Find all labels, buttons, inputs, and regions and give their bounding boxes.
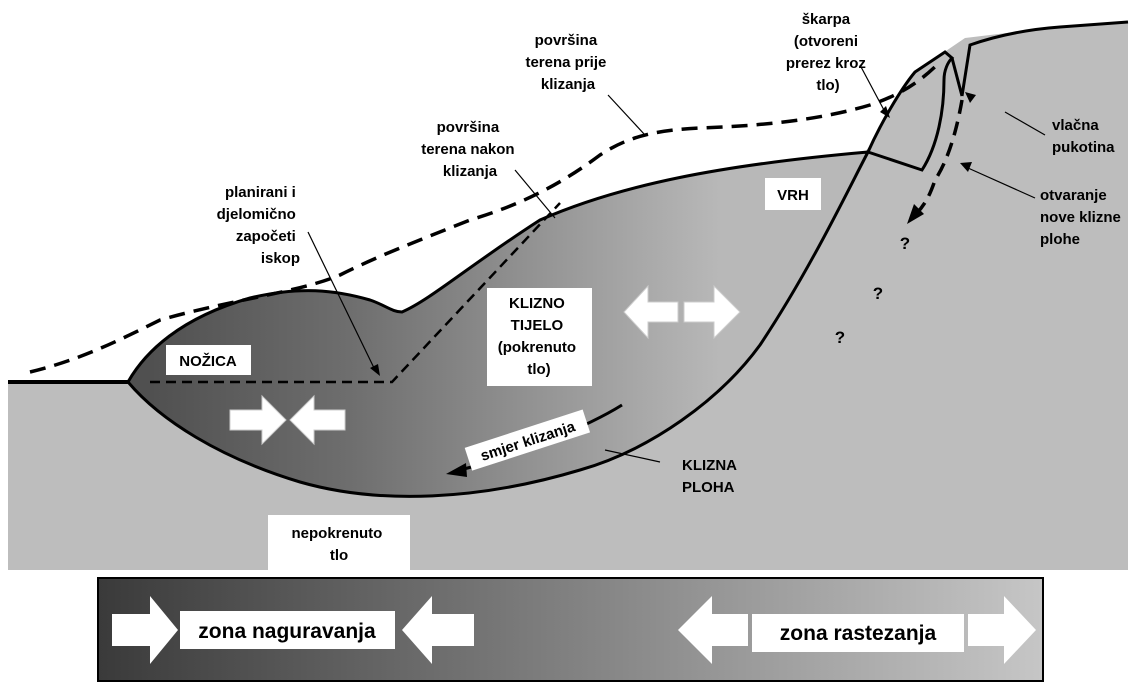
legend-extension-arrow-right — [968, 596, 1036, 664]
head-label: VRH — [777, 187, 809, 204]
leader-arrowhead — [960, 162, 972, 172]
extension-arrow-right — [683, 284, 741, 340]
head-label-box — [765, 178, 821, 210]
new-slip-label: otvaranje nove klizne plohe — [1040, 187, 1125, 248]
legend-extension-box — [752, 614, 964, 652]
stable-ground-label-box — [268, 515, 410, 570]
new-slip-line — [913, 99, 964, 217]
upper-ground-line — [960, 20, 1129, 97]
toe-label: NOŽICA — [179, 352, 237, 370]
sliding-body-label-box — [487, 288, 592, 386]
surface-after-label: površina terena nakon klizanja — [421, 119, 519, 180]
scarp-block — [865, 50, 955, 172]
stable-ground-label: nepokrenuto tlo — [291, 525, 386, 564]
question-mark-1: ? — [900, 234, 910, 253]
tension-crack-label: vlačna pukotina — [1052, 117, 1115, 156]
excavation-line — [150, 202, 561, 384]
legend-compression-box — [180, 611, 395, 649]
leader-arrowhead — [370, 364, 380, 376]
leader-arrowhead — [965, 92, 976, 103]
legend-compression-arrow-right — [112, 596, 178, 664]
legend-compression-arrow-left — [402, 596, 474, 664]
sliding-body-label: KLIZNO TIJELO (pokrenuto tlo) — [498, 295, 581, 378]
leader-arrowhead — [880, 106, 890, 118]
legend-extension-arrow-left — [678, 596, 748, 664]
new-slip-arrowhead — [907, 204, 924, 224]
scarp-label: škarpa (otvoreni prerez kroz tlo) — [786, 11, 870, 94]
leader-lines — [307, 64, 1046, 463]
question-mark-3: ? — [835, 328, 845, 347]
legend-bar: zona naguravanja zona rastezanja — [97, 577, 1044, 682]
slip-direction-arrowhead — [446, 463, 467, 477]
tension-crack-line — [950, 57, 964, 97]
slip-surface-label: KLIZNA PLOHA — [682, 457, 741, 496]
extension-arrow-left — [623, 284, 679, 340]
question-mark-2: ? — [873, 284, 883, 303]
toe-label-box — [166, 345, 251, 375]
legend-compression-label: zona naguravanja — [198, 620, 376, 643]
excavation-label: planirani i djelomično započeti iskop — [217, 184, 300, 267]
compression-arrow-right — [229, 394, 287, 446]
legend-extension-label: zona rastezanja — [780, 622, 937, 645]
surface-before-label: površina terena prije klizanja — [525, 32, 610, 93]
compression-arrow-left — [289, 394, 346, 446]
